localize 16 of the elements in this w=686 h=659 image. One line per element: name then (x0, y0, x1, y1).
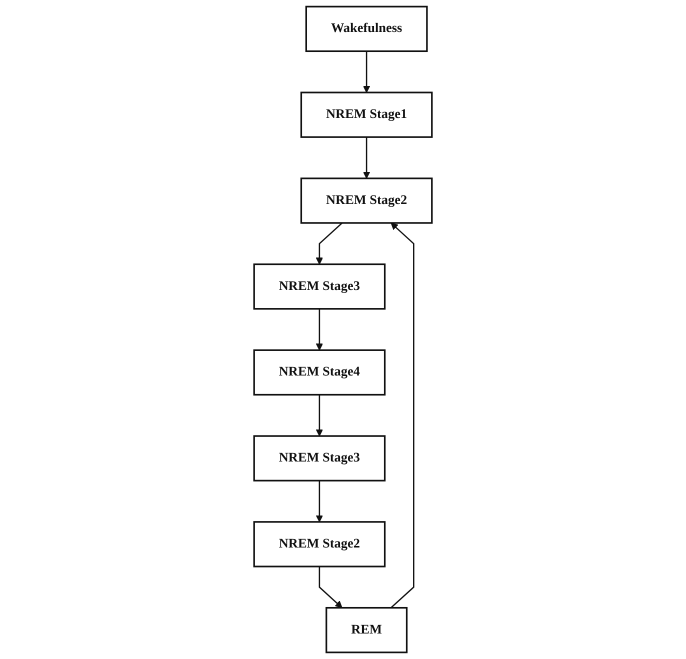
arrow (316, 308, 324, 350)
arrow (362, 137, 370, 179)
node-box: NREM Stage2 (300, 178, 433, 224)
node-box: NREM Stage4 (253, 349, 386, 396)
arrow (316, 222, 343, 265)
node-box: NREM Stage1 (300, 92, 433, 138)
arrow (362, 51, 370, 93)
node-box: NREM Stage2 (253, 521, 386, 568)
node-box: NREM Stage3 (253, 435, 386, 482)
arrow (318, 566, 342, 608)
arrow (390, 222, 414, 608)
arrow (316, 394, 324, 436)
node-box: NREM Stage3 (253, 263, 386, 310)
node-box: REM (326, 606, 408, 654)
arrow (316, 480, 324, 522)
node-box: Wakefulness (305, 6, 428, 52)
